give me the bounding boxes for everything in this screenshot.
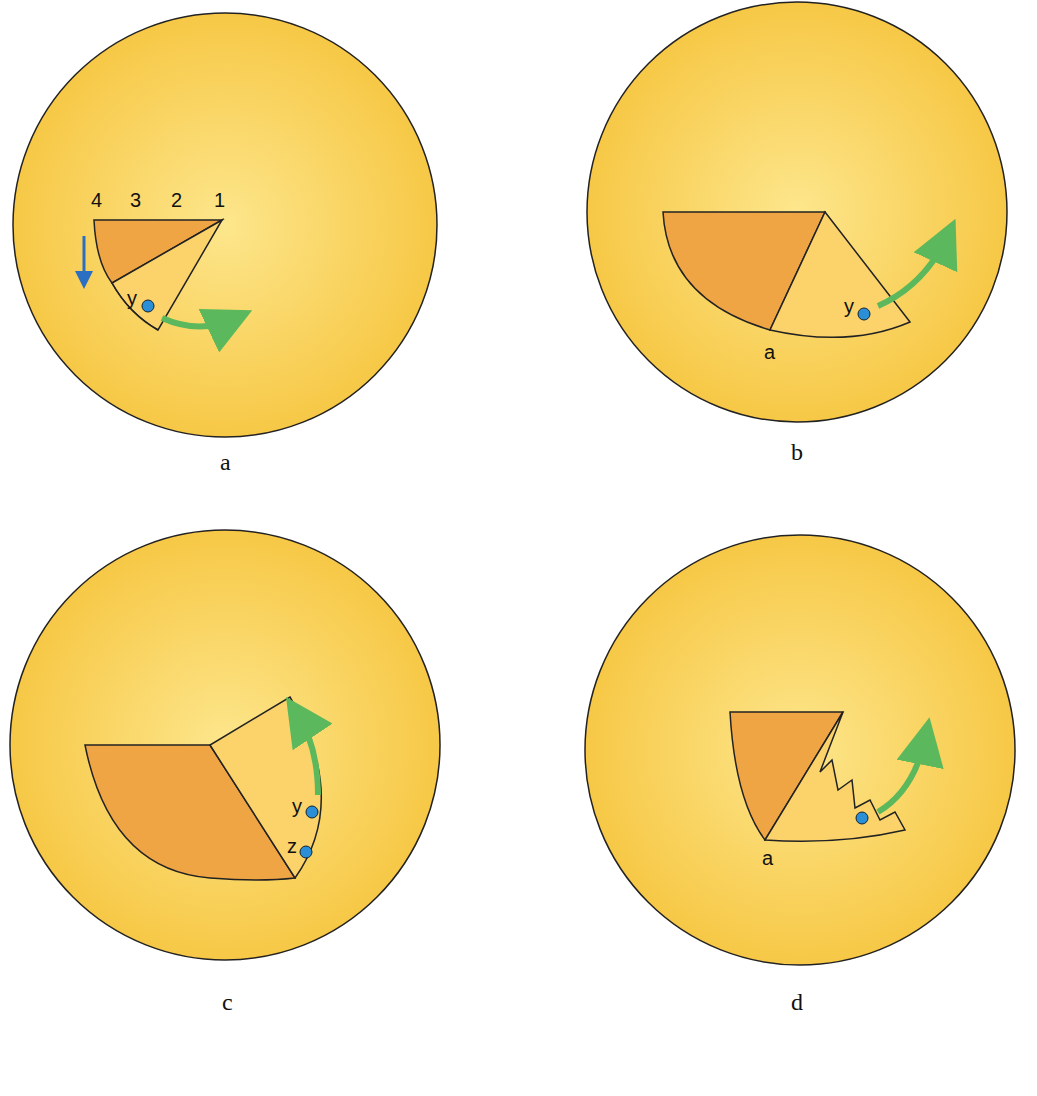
- point-label: a: [764, 342, 775, 362]
- stage-number: 4: [91, 190, 102, 210]
- point-label: y: [844, 296, 854, 316]
- panel-caption: a: [220, 450, 231, 474]
- panel-caption: b: [791, 440, 803, 464]
- stage-number: 3: [130, 190, 141, 210]
- point-label: y: [292, 796, 302, 816]
- point-label: y: [127, 288, 137, 308]
- dish-a: [13, 13, 437, 437]
- point-label: a: [762, 848, 773, 868]
- stage-number: 1: [214, 190, 225, 210]
- stage-number: 2: [171, 190, 182, 210]
- panel-caption: d: [791, 990, 803, 1014]
- dish-d: [585, 535, 1015, 965]
- dish-c: [10, 530, 440, 960]
- panel-caption: c: [222, 990, 233, 1014]
- dish-b: [587, 2, 1007, 422]
- point-label: z: [287, 836, 297, 856]
